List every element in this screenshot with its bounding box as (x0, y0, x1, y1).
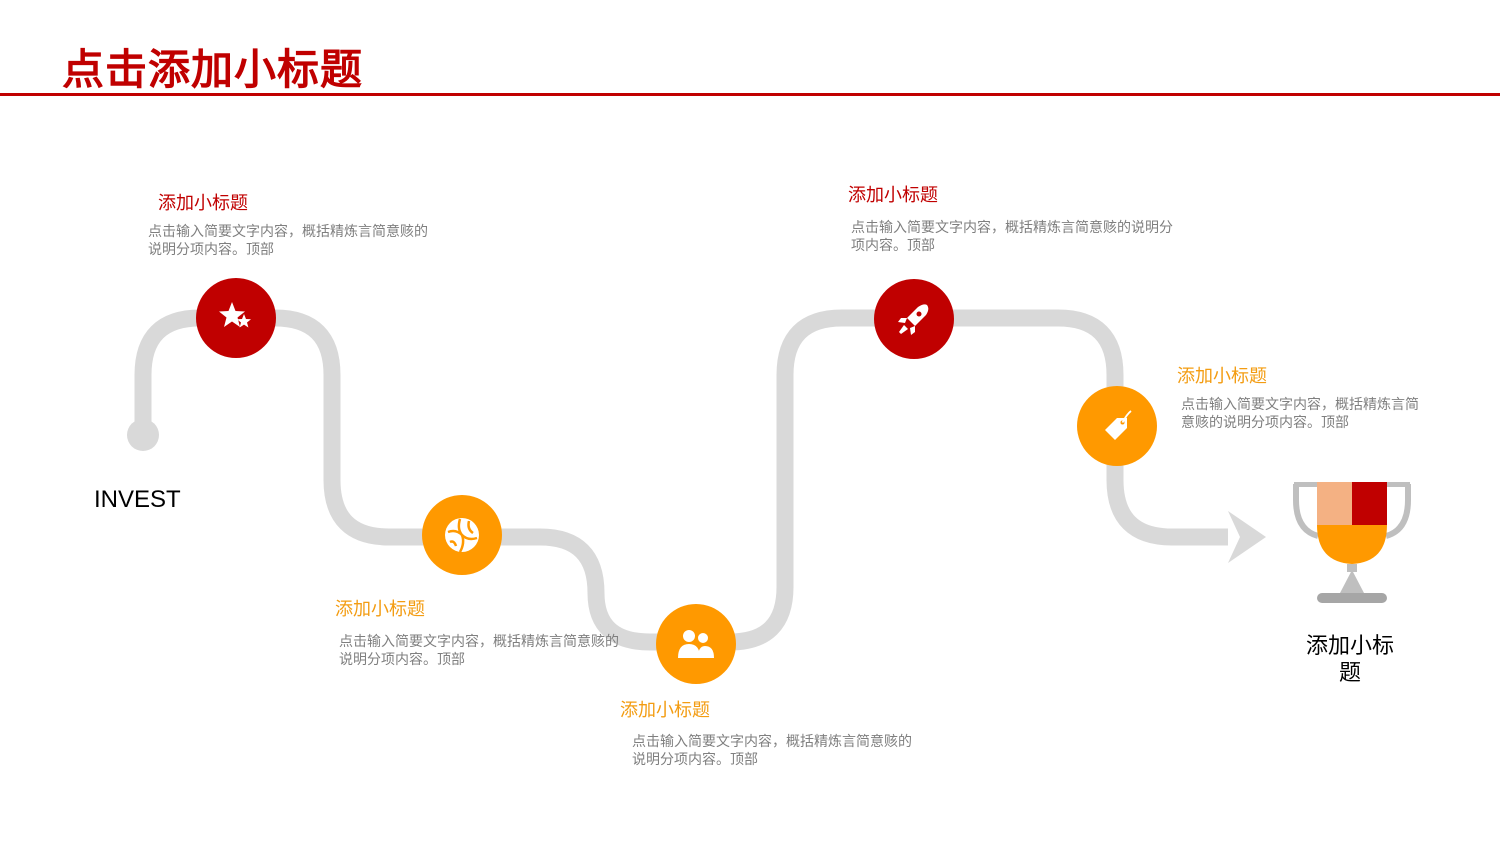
page-title: 点击添加小标题 (62, 45, 364, 94)
step-5-node (1077, 386, 1157, 466)
step-5-desc: 点击输入简要文字内容，概括精炼言简意赅的说明分项内容。顶部 (1181, 397, 1419, 431)
step-3-title: 添加小标题 (620, 700, 710, 721)
step-2-desc: 点击输入简要文字内容，概括精炼言简意赅的说明分项内容。顶部 (339, 634, 619, 668)
step-2-title: 添加小标题 (335, 599, 425, 620)
step-5-title: 添加小标题 (1177, 366, 1267, 387)
step-1-node (196, 278, 276, 358)
step-3-desc: 点击输入简要文字内容，概括精炼言简意赅的说明分项内容。顶部 (632, 734, 912, 768)
end-label: 添加小标题 (1305, 634, 1394, 686)
step-4-desc: 点击输入简要文字内容，概括精炼言简意赅的说明分项内容。顶部 (851, 220, 1173, 254)
rocket-icon (898, 304, 929, 335)
step-1-desc: 点击输入简要文字内容，概括精炼言简意赅的说明分项内容。顶部 (148, 224, 428, 258)
step-4-title: 添加小标题 (848, 185, 938, 206)
step-3-node (656, 604, 736, 684)
step-4-node (874, 279, 954, 359)
step-1-title: 添加小标题 (158, 193, 248, 214)
step-2-node (422, 495, 502, 575)
tag-icon (1105, 410, 1132, 440)
title-divider (0, 93, 1500, 96)
trophy-icon (1293, 482, 1411, 603)
star-icon (219, 302, 251, 328)
start-label: INVEST (94, 486, 181, 513)
users-icon (678, 630, 714, 658)
globe-icon (445, 518, 479, 553)
